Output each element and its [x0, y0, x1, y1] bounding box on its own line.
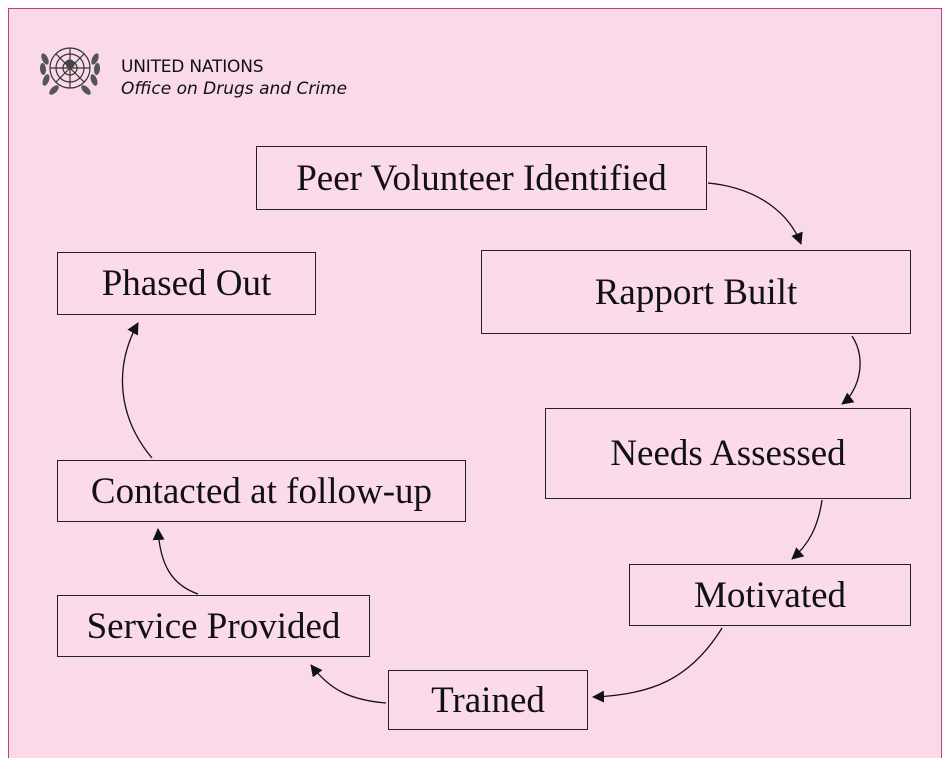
arrow-motivated-to-trained	[592, 627, 723, 703]
step-phased-out: Phased Out	[57, 252, 316, 315]
step-service-provided: Service Provided	[57, 595, 370, 657]
arrow-contacted-to-phased	[121, 322, 153, 459]
arrow-trained-to-service	[310, 664, 387, 704]
step-rapport-built: Rapport Built	[481, 250, 911, 334]
arrow-service-to-contacted	[152, 528, 199, 595]
step-trained: Trained	[388, 670, 588, 730]
step-motivated: Motivated	[629, 564, 911, 626]
un-emblem-icon	[39, 47, 101, 95]
arrow-peer-to-rapport	[707, 182, 803, 245]
step-needs-assessed: Needs Assessed	[545, 408, 911, 499]
office-name: Office on Drugs and Crime	[121, 79, 348, 99]
step-peer-volunteer-identified: Peer Volunteer Identified	[256, 146, 707, 210]
arrow-needs-to-motivated	[791, 499, 823, 560]
step-contacted-at-follow-up: Contacted at follow-up	[57, 460, 466, 522]
organization-name: UNITED NATIONS	[121, 57, 264, 77]
arrow-rapport-to-needs	[841, 335, 861, 405]
